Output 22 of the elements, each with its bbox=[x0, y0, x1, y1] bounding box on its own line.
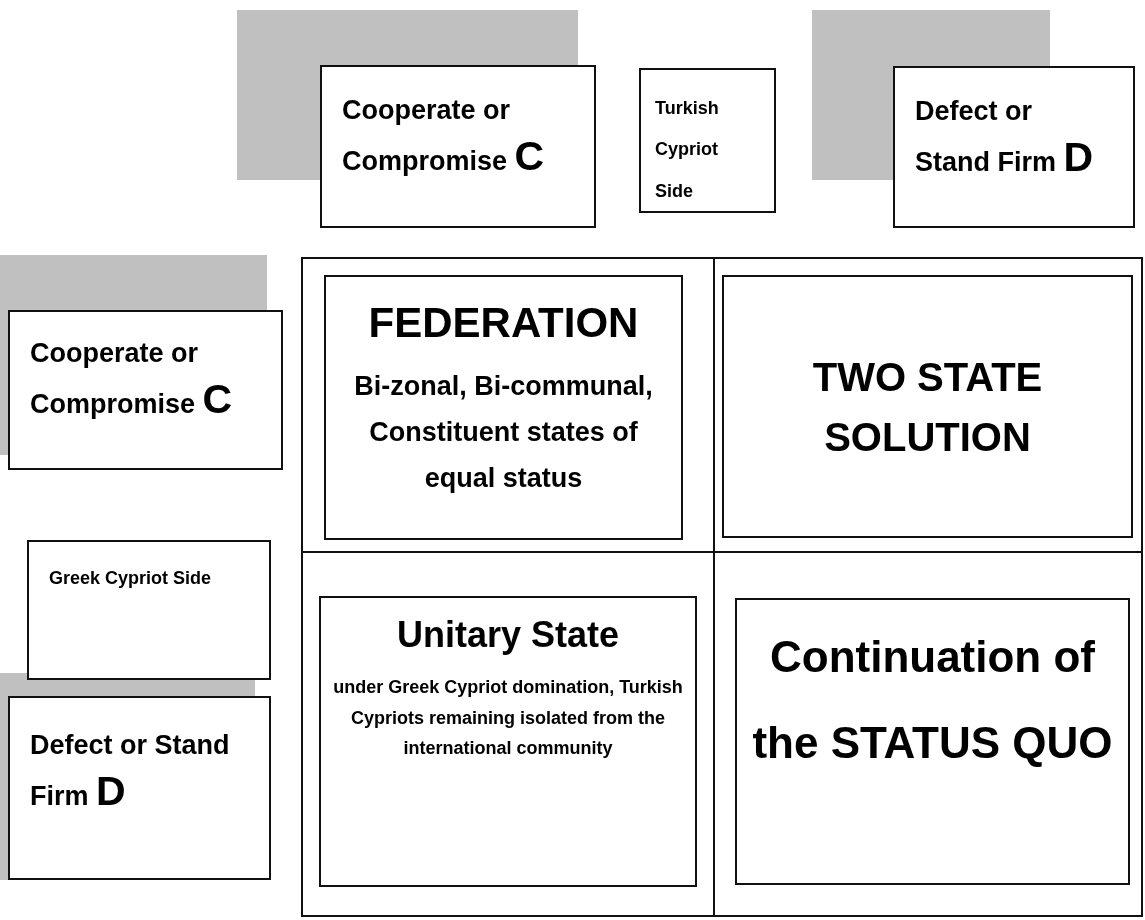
strategy-label: Defect or Stand Firm D bbox=[30, 729, 231, 817]
outcome-box bbox=[324, 275, 683, 540]
player-label: Greek Cypriot Side bbox=[49, 567, 213, 590]
outcome-title: TWO STATE SOLUTION bbox=[811, 354, 1044, 461]
strategy-box bbox=[893, 66, 1135, 228]
strategy-label: Cooperate or Compromise C bbox=[30, 337, 234, 425]
player-label-box bbox=[27, 540, 271, 680]
player-label: Turkish Cypriot Side bbox=[655, 97, 720, 203]
outcome-box bbox=[722, 275, 1133, 538]
outcome-description: under Greek Cypriot domination, Turkish Cypriots remaining isolated from the international community bbox=[332, 676, 684, 761]
outcome-description: Bi-zonal, Bi-communal, Constituent states of equal status bbox=[353, 370, 654, 495]
strategy-box bbox=[8, 310, 283, 470]
strategy-label: Defect or Stand Firm D bbox=[915, 95, 1095, 183]
strategy-box bbox=[320, 65, 596, 228]
outcome-box bbox=[735, 598, 1130, 885]
strategy-box bbox=[8, 696, 271, 880]
strategy-label: Cooperate or Compromise C bbox=[342, 94, 546, 182]
outcome-title: Continuation of the STATUS QUO bbox=[751, 631, 1114, 769]
player-label-box bbox=[639, 68, 776, 213]
outcome-title: Unitary State bbox=[395, 613, 621, 657]
outcome-box bbox=[319, 596, 697, 887]
outcome-title: FEDERATION bbox=[367, 298, 640, 348]
